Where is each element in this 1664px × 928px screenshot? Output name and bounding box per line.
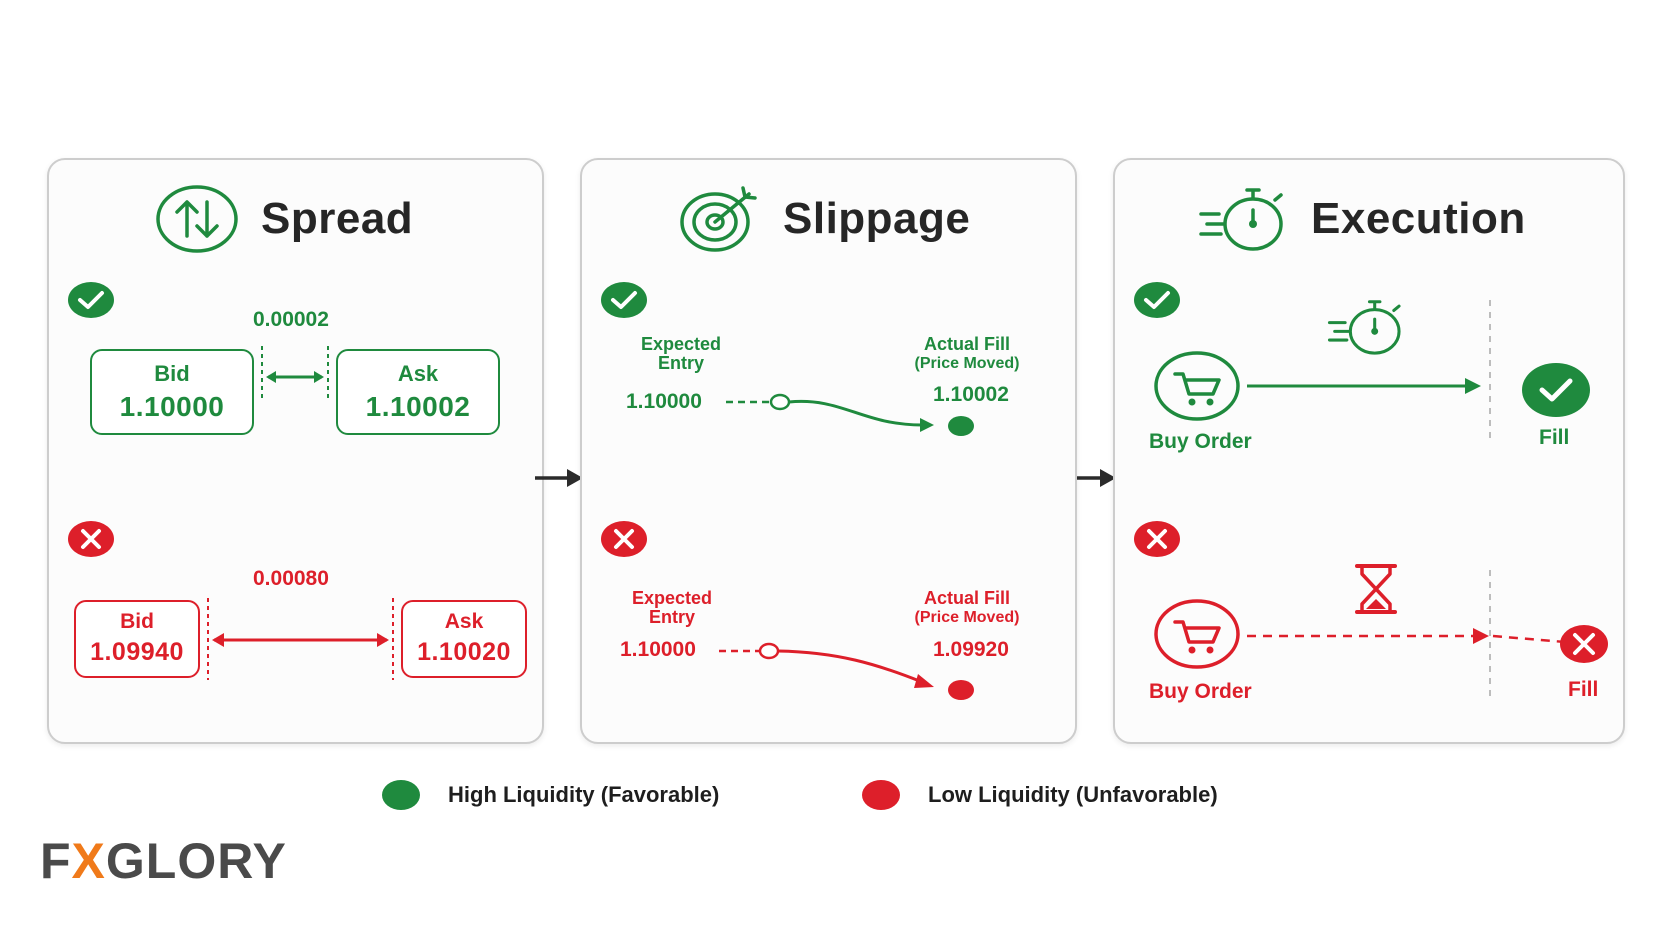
spread-value-bad: 0.00080 xyxy=(253,567,329,590)
actual-value-bad: 1.09920 xyxy=(933,638,1009,661)
ask-value: 1.10002 xyxy=(365,391,471,422)
slippage-path-bad xyxy=(719,642,974,700)
slippage-path-good xyxy=(726,393,974,436)
up-down-arrows-icon xyxy=(156,185,238,253)
fill-label-bad: Fill xyxy=(1568,678,1599,701)
ask-label: Ask xyxy=(397,361,439,386)
expected-label-line1: Expected xyxy=(640,334,722,354)
expected-label-line1: Expected xyxy=(631,588,713,608)
check-icon xyxy=(68,282,114,318)
logo-x: X xyxy=(71,833,106,889)
bid-box-good: Bid 1.10000 xyxy=(90,349,254,435)
cross-icon xyxy=(1134,521,1180,557)
panel-title: Spread xyxy=(261,194,414,243)
fill-label-good: Fill xyxy=(1539,426,1570,449)
expected-value-bad: 1.10000 xyxy=(620,638,696,661)
stopwatch-icon xyxy=(1327,300,1401,355)
spread-gap-arrow-bad xyxy=(207,598,394,680)
check-icon xyxy=(601,282,647,318)
fill-check-icon xyxy=(1522,363,1590,417)
flow-arrow-1 xyxy=(535,469,583,487)
legend-unfavorable: Low Liquidity (Unfavorable) xyxy=(862,780,1218,810)
hourglass-icon xyxy=(1355,564,1397,614)
green-dot-icon xyxy=(382,780,420,810)
ask-label: Ask xyxy=(444,610,484,633)
cross-icon xyxy=(68,521,114,557)
legend-label: Low Liquidity (Unfavorable) xyxy=(928,782,1218,807)
execution-header: Execution xyxy=(1197,182,1526,256)
execution-path-good xyxy=(1247,300,1491,442)
slippage-panel: Slippage Expected Entry Actual Fill (Pri… xyxy=(580,158,1077,744)
actual-label-line1: Actual Fill xyxy=(923,334,1010,354)
bid-box-bad: Bid 1.09940 xyxy=(74,600,200,678)
legend-label: High Liquidity (Favorable) xyxy=(448,782,720,807)
bid-value: 1.09940 xyxy=(90,638,184,666)
legend-favorable: High Liquidity (Favorable) xyxy=(382,780,719,810)
check-icon xyxy=(1134,282,1180,318)
ask-box-bad: Ask 1.10020 xyxy=(401,600,527,678)
logo-part: F xyxy=(40,833,72,889)
expected-value-good: 1.10000 xyxy=(626,390,702,413)
spread-header: Spread xyxy=(155,182,413,256)
fill-cross-icon xyxy=(1560,625,1608,663)
expected-entry-label-good: Expected Entry xyxy=(626,335,736,373)
panel-title: Slippage xyxy=(783,194,971,243)
panel-title: Execution xyxy=(1311,194,1526,243)
red-dot-icon xyxy=(862,780,900,810)
actual-label-line2: (Price Moved) xyxy=(914,355,1020,372)
execution-path-bad xyxy=(1247,570,1566,696)
expected-entry-label-bad: Expected Entry xyxy=(617,589,727,627)
actual-label-line2: (Price Moved) xyxy=(914,609,1020,626)
ask-box-good: Ask 1.10002 xyxy=(336,349,500,435)
cross-icon xyxy=(601,521,647,557)
spread-value-good: 0.00002 xyxy=(253,308,329,331)
brand-logo: FXGLORY xyxy=(40,832,287,890)
ask-value: 1.10020 xyxy=(417,638,511,666)
logo-part: GLORY xyxy=(105,833,287,889)
bid-value: 1.10000 xyxy=(119,391,225,422)
spread-gap-arrow-good xyxy=(261,346,329,402)
bid-label: Bid xyxy=(154,361,190,386)
target-icon xyxy=(680,186,757,252)
actual-value-good: 1.10002 xyxy=(933,383,1009,406)
expected-label-line2: Entry xyxy=(657,353,704,373)
cart-icon xyxy=(1154,351,1240,421)
actual-fill-label-bad: Actual Fill (Price Moved) xyxy=(882,589,1052,627)
buy-order-label-bad: Buy Order xyxy=(1149,680,1252,703)
execution-panel: Execution Buy Order Fill xyxy=(1113,158,1625,744)
expected-label-line2: Entry xyxy=(648,607,695,627)
cart-icon xyxy=(1154,599,1240,669)
spread-panel: Spread 0.00002 Bid 1.10000 Ask 1.10002 0… xyxy=(47,158,544,744)
actual-fill-label-good: Actual Fill (Price Moved) xyxy=(882,335,1052,373)
slippage-header: Slippage xyxy=(677,182,970,256)
stopwatch-icon xyxy=(1199,188,1283,251)
actual-label-line1: Actual Fill xyxy=(923,588,1010,608)
bid-label: Bid xyxy=(120,610,154,633)
buy-order-label-good: Buy Order xyxy=(1149,430,1252,453)
